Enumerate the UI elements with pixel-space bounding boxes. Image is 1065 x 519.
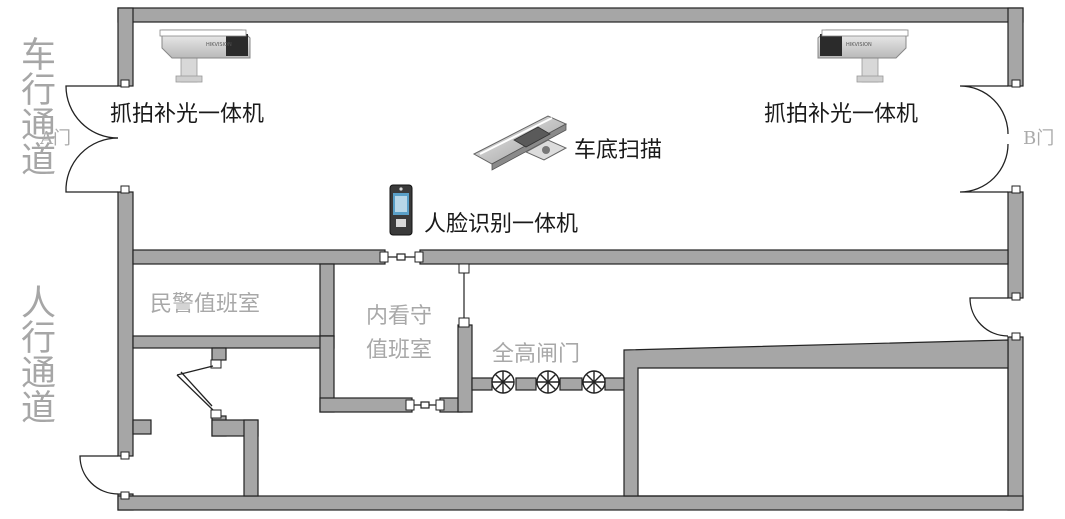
- jamb: [1011, 79, 1021, 88]
- face-recognition-terminal-icon: [389, 184, 413, 236]
- door-small-leaf2: [176, 374, 214, 411]
- wall-small-right: [243, 419, 259, 497]
- under-vehicle-scanner-icon: [472, 115, 568, 171]
- turnstile-2: [536, 370, 560, 394]
- svg-text:HIKVISION: HIKVISION: [206, 42, 232, 48]
- jamb: [1011, 332, 1021, 341]
- wall-gate-seg4: [604, 377, 626, 391]
- connector-box: [396, 253, 406, 261]
- jamb: [120, 185, 130, 194]
- pedestrian-lane-label: 人行通道: [15, 284, 55, 424]
- connector-box: [420, 401, 430, 409]
- wall-right-room: [623, 339, 1009, 497]
- door-swings: [65, 85, 1009, 495]
- door-b-label: B门: [1023, 128, 1055, 149]
- guard-room-label-line2: 值班室: [366, 338, 433, 363]
- undercar-scan-label: 车底扫描: [574, 138, 663, 163]
- wall-lane-right: [419, 249, 1009, 265]
- wall-left-middle: [117, 191, 134, 457]
- jamb: [379, 251, 389, 263]
- wall-police-right: [319, 263, 335, 337]
- jamb: [405, 399, 415, 411]
- door-right-corridor: [969, 297, 1009, 337]
- bullet-camera-right-icon: HIKVISION: [817, 29, 909, 83]
- wall-bottom: [117, 495, 1024, 511]
- door-small-leaf3: [180, 371, 213, 407]
- jamb: [1011, 185, 1021, 194]
- door-a-upper: [65, 85, 119, 139]
- wall-lane-left: [132, 249, 386, 265]
- door-pedestrian: [79, 455, 119, 495]
- jamb: [435, 399, 445, 411]
- wall-police-bottom: [132, 335, 335, 349]
- full-height-gate-label: 全高闸门: [492, 342, 581, 367]
- turnstiles: [491, 370, 606, 394]
- jamb: [120, 491, 130, 500]
- wall-guard-right: [457, 324, 473, 413]
- wall-guard-bottom: [319, 397, 413, 413]
- jamb: [458, 263, 470, 274]
- wall-right-lower: [1007, 336, 1024, 511]
- jamb: [210, 359, 222, 369]
- face-terminal-label: 人脸识别一体机: [424, 212, 579, 237]
- door-a-label: A门: [40, 128, 71, 149]
- camera-left-label: 抓拍补光一体机: [110, 102, 265, 127]
- wall-stub: [132, 419, 152, 435]
- walls: [117, 7, 1024, 511]
- jamb: [414, 251, 424, 263]
- camera-right-label: 抓拍补光一体机: [764, 102, 919, 127]
- door-b-upper: [959, 85, 1009, 135]
- jamb: [458, 317, 470, 328]
- turnstile-3: [582, 370, 606, 394]
- bullet-camera-left-icon: HIKVISION: [159, 29, 251, 83]
- jamb: [120, 79, 130, 88]
- jamb: [1011, 292, 1021, 301]
- jamb: [120, 451, 130, 460]
- guard-room-label-line1: 内看守: [366, 304, 433, 329]
- wall-right-middle: [1007, 191, 1024, 299]
- vehicle-lane-label: 车行通道: [15, 36, 55, 176]
- door-jambs: [120, 79, 1021, 500]
- wall-gate-seg2: [515, 377, 537, 391]
- wall-gate-seg3: [559, 377, 583, 391]
- wall-small-jamb-top: [211, 347, 227, 361]
- wall-left-top: [117, 7, 134, 87]
- door-a-lower: [65, 137, 119, 193]
- wall-gate-seg1: [471, 377, 493, 391]
- door-connectors: [388, 253, 465, 409]
- door-b-lower: [959, 143, 1009, 193]
- turnstile-1: [491, 370, 515, 394]
- wall-right-top: [1007, 7, 1024, 87]
- svg-text:HIKVISION: HIKVISION: [846, 42, 872, 48]
- jamb: [210, 409, 222, 419]
- wall-top: [117, 7, 1024, 23]
- police-room-label: 民警值班室: [150, 292, 261, 317]
